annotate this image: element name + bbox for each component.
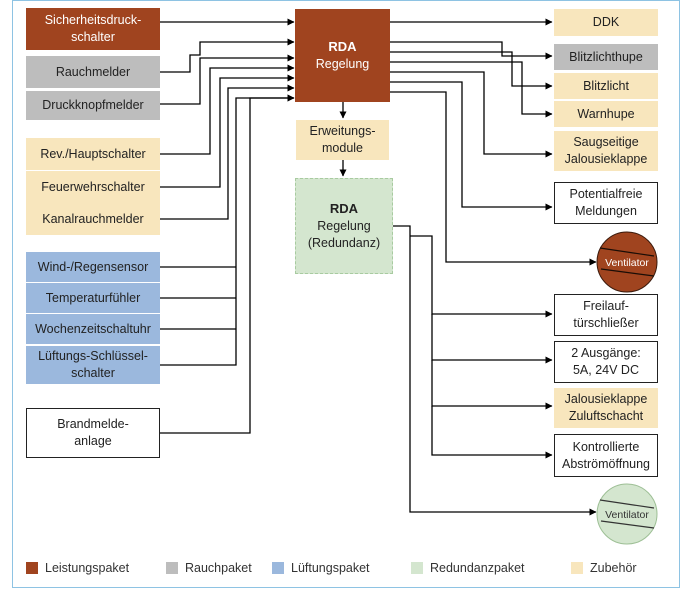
- legend-swatch-lueftung: [272, 562, 284, 574]
- legend-rauchpaket: Rauchpaket: [166, 558, 252, 578]
- wire-redundanz-trunk: [393, 225, 597, 516]
- ausgaenge-label: 2 Ausgänge: 5A, 24V DC: [571, 346, 641, 377]
- legend-lueftungspaket: Lüftungspaket: [272, 558, 370, 578]
- legend-swatch-leistung: [26, 562, 38, 574]
- hauptschalter-box: Rev./Hauptschalter: [26, 138, 160, 170]
- legend-swatch-redundanz: [411, 562, 423, 574]
- brandmeldeanlage-box: Brandmelde- anlage: [26, 408, 160, 458]
- legend-swatch-rauch: [166, 562, 178, 574]
- wire-druckknopfmelder: [160, 54, 295, 105]
- legend-label-redundanz: Redundanzpaket: [430, 561, 525, 575]
- ddk-box: DDK: [554, 9, 658, 36]
- redundanz-title: RDA: [329, 201, 359, 217]
- wire-freilauf: [410, 235, 553, 318]
- ausgaenge-box: 2 Ausgänge: 5A, 24V DC: [554, 341, 658, 383]
- druckknopfmelder-box: Druckknopfmelder: [26, 88, 160, 120]
- saugseitige-label: Saugseitige Jalousieklappe: [564, 135, 648, 166]
- ventilator-1-label: Ventilator: [605, 257, 649, 269]
- ddk-label: DDK: [592, 15, 620, 30]
- sicherheitsdruckschalter-label: Sicherheitsdruck- schalter: [44, 13, 142, 44]
- potentialfreie-label: Potentialfreie Meldungen: [569, 187, 643, 218]
- warnhupe-box: Warnhupe: [554, 101, 658, 127]
- rda-subtitle: Regelung: [315, 56, 370, 71]
- ventilator-fan-1: Ventilator: [596, 231, 658, 293]
- wire-blitzlichthupe: [390, 41, 553, 60]
- rauchmelder-label: Rauchmelder: [55, 64, 131, 79]
- hauptschalter-label: Rev./Hauptschalter: [40, 146, 146, 161]
- lueftungsschluessel-label: Lüftungs-Schlüssel- schalter: [38, 349, 148, 380]
- wochenzeitschaltuhr-box: Wochenzeitschaltuhr: [26, 314, 160, 344]
- legend-label-zubehoer: Zubehör: [590, 561, 637, 575]
- freilauf-label: Freilauf- türschließer: [573, 299, 639, 330]
- freilauf-box: Freilauf- türschließer: [554, 294, 658, 336]
- diagram-frame: [12, 0, 680, 588]
- feuerwehrschalter-label: Feuerwehrschalter: [41, 179, 145, 194]
- blitzlicht-box: Blitzlicht: [554, 73, 658, 99]
- rda-regelung-box: RDA Regelung: [295, 9, 390, 102]
- temperaturfuehler-label: Temperaturfühler: [45, 290, 141, 305]
- kontrollierte-label: Kontrollierte Abströmöffnung: [561, 439, 651, 471]
- blitzlicht-label: Blitzlicht: [583, 78, 629, 93]
- legend-swatch-zubehoer: [571, 562, 583, 574]
- windsensor-box: Wind-/Regensensor: [26, 252, 160, 282]
- ventilator-fan-2: Ventilator: [596, 483, 658, 545]
- legend-label-lueftung: Lüftungspaket: [291, 561, 370, 575]
- blitzlichthupe-box: Blitzlichthupe: [554, 44, 658, 70]
- wire-kanalrauchmelder: [160, 84, 295, 220]
- rauchmelder-box: Rauchmelder: [26, 56, 160, 88]
- wire-warnhupe: [390, 61, 553, 118]
- jalousie-zuluft-label: Jalousieklappe Zuluftschacht: [564, 392, 648, 423]
- warnhupe-label: Warnhupe: [577, 106, 635, 121]
- jalousie-zuluft-box: Jalousieklappe Zuluftschacht: [554, 388, 658, 428]
- legend-zubehoer: Zubehör: [571, 558, 637, 578]
- brandmeldeanlage-label: Brandmelde- anlage: [57, 417, 129, 448]
- legend-label-leistung: Leistungspaket: [45, 561, 130, 575]
- erweiterungsmodule-label: Erweitungs- module: [309, 124, 376, 155]
- blitzlichthupe-label: Blitzlichthupe: [569, 49, 643, 64]
- rda-title: RDA: [328, 39, 357, 55]
- kanalrauchmelder-label: Kanalrauchmelder: [42, 211, 144, 226]
- legend-redundanzpaket: Redundanzpaket: [411, 558, 525, 578]
- redundanz-subtitle: Regelung (Redundanz): [307, 218, 381, 250]
- lueftungsschluessel-box: Lüftungs-Schlüssel- schalter: [26, 346, 160, 384]
- druckknopfmelder-label: Druckknopfmelder: [42, 98, 144, 113]
- legend-leistungspaket: Leistungspaket: [26, 558, 129, 578]
- wire-ventilator1: [390, 91, 597, 266]
- wire-jalousie-zuluft: [431, 360, 553, 410]
- temperaturfuehler-box: Temperaturfühler: [26, 283, 160, 313]
- wire-brandmeldeanlage: [160, 94, 295, 434]
- kanalrauchmelder-box: Kanalrauchmelder: [26, 203, 160, 235]
- wire-rauchmelder: [160, 38, 295, 73]
- windsensor-label: Wind-/Regensensor: [37, 259, 149, 274]
- legend-label-rauch: Rauchpaket: [185, 561, 252, 575]
- ventilator-2-label: Ventilator: [605, 509, 649, 521]
- potentialfreie-box: Potentialfreie Meldungen: [554, 182, 658, 224]
- feuerwehrschalter-box: Feuerwehrschalter: [26, 171, 160, 203]
- saugseitige-box: Saugseitige Jalousieklappe: [554, 131, 658, 171]
- rda-redundanz-box: RDA Regelung (Redundanz): [295, 178, 393, 274]
- wire-kontrollierte: [431, 406, 553, 459]
- wire-lueftungsschluessel: [160, 94, 295, 366]
- kontrollierte-box: Kontrollierte Abströmöffnung: [554, 434, 658, 477]
- wire-saugseitige: [390, 71, 553, 158]
- erweiterungsmodule-box: Erweitungs- module: [296, 120, 389, 160]
- wire-ausgaenge: [431, 314, 553, 364]
- wire-potentialfreie: [390, 81, 553, 211]
- wochenzeitschaltuhr-label: Wochenzeitschaltuhr: [35, 321, 151, 336]
- wire-feuerwehrschalter: [160, 74, 295, 188]
- sicherheitsdruckschalter-box: Sicherheitsdruck- schalter: [26, 8, 160, 50]
- wire-blitzlicht: [390, 51, 553, 90]
- wire-hauptschalter: [160, 64, 295, 155]
